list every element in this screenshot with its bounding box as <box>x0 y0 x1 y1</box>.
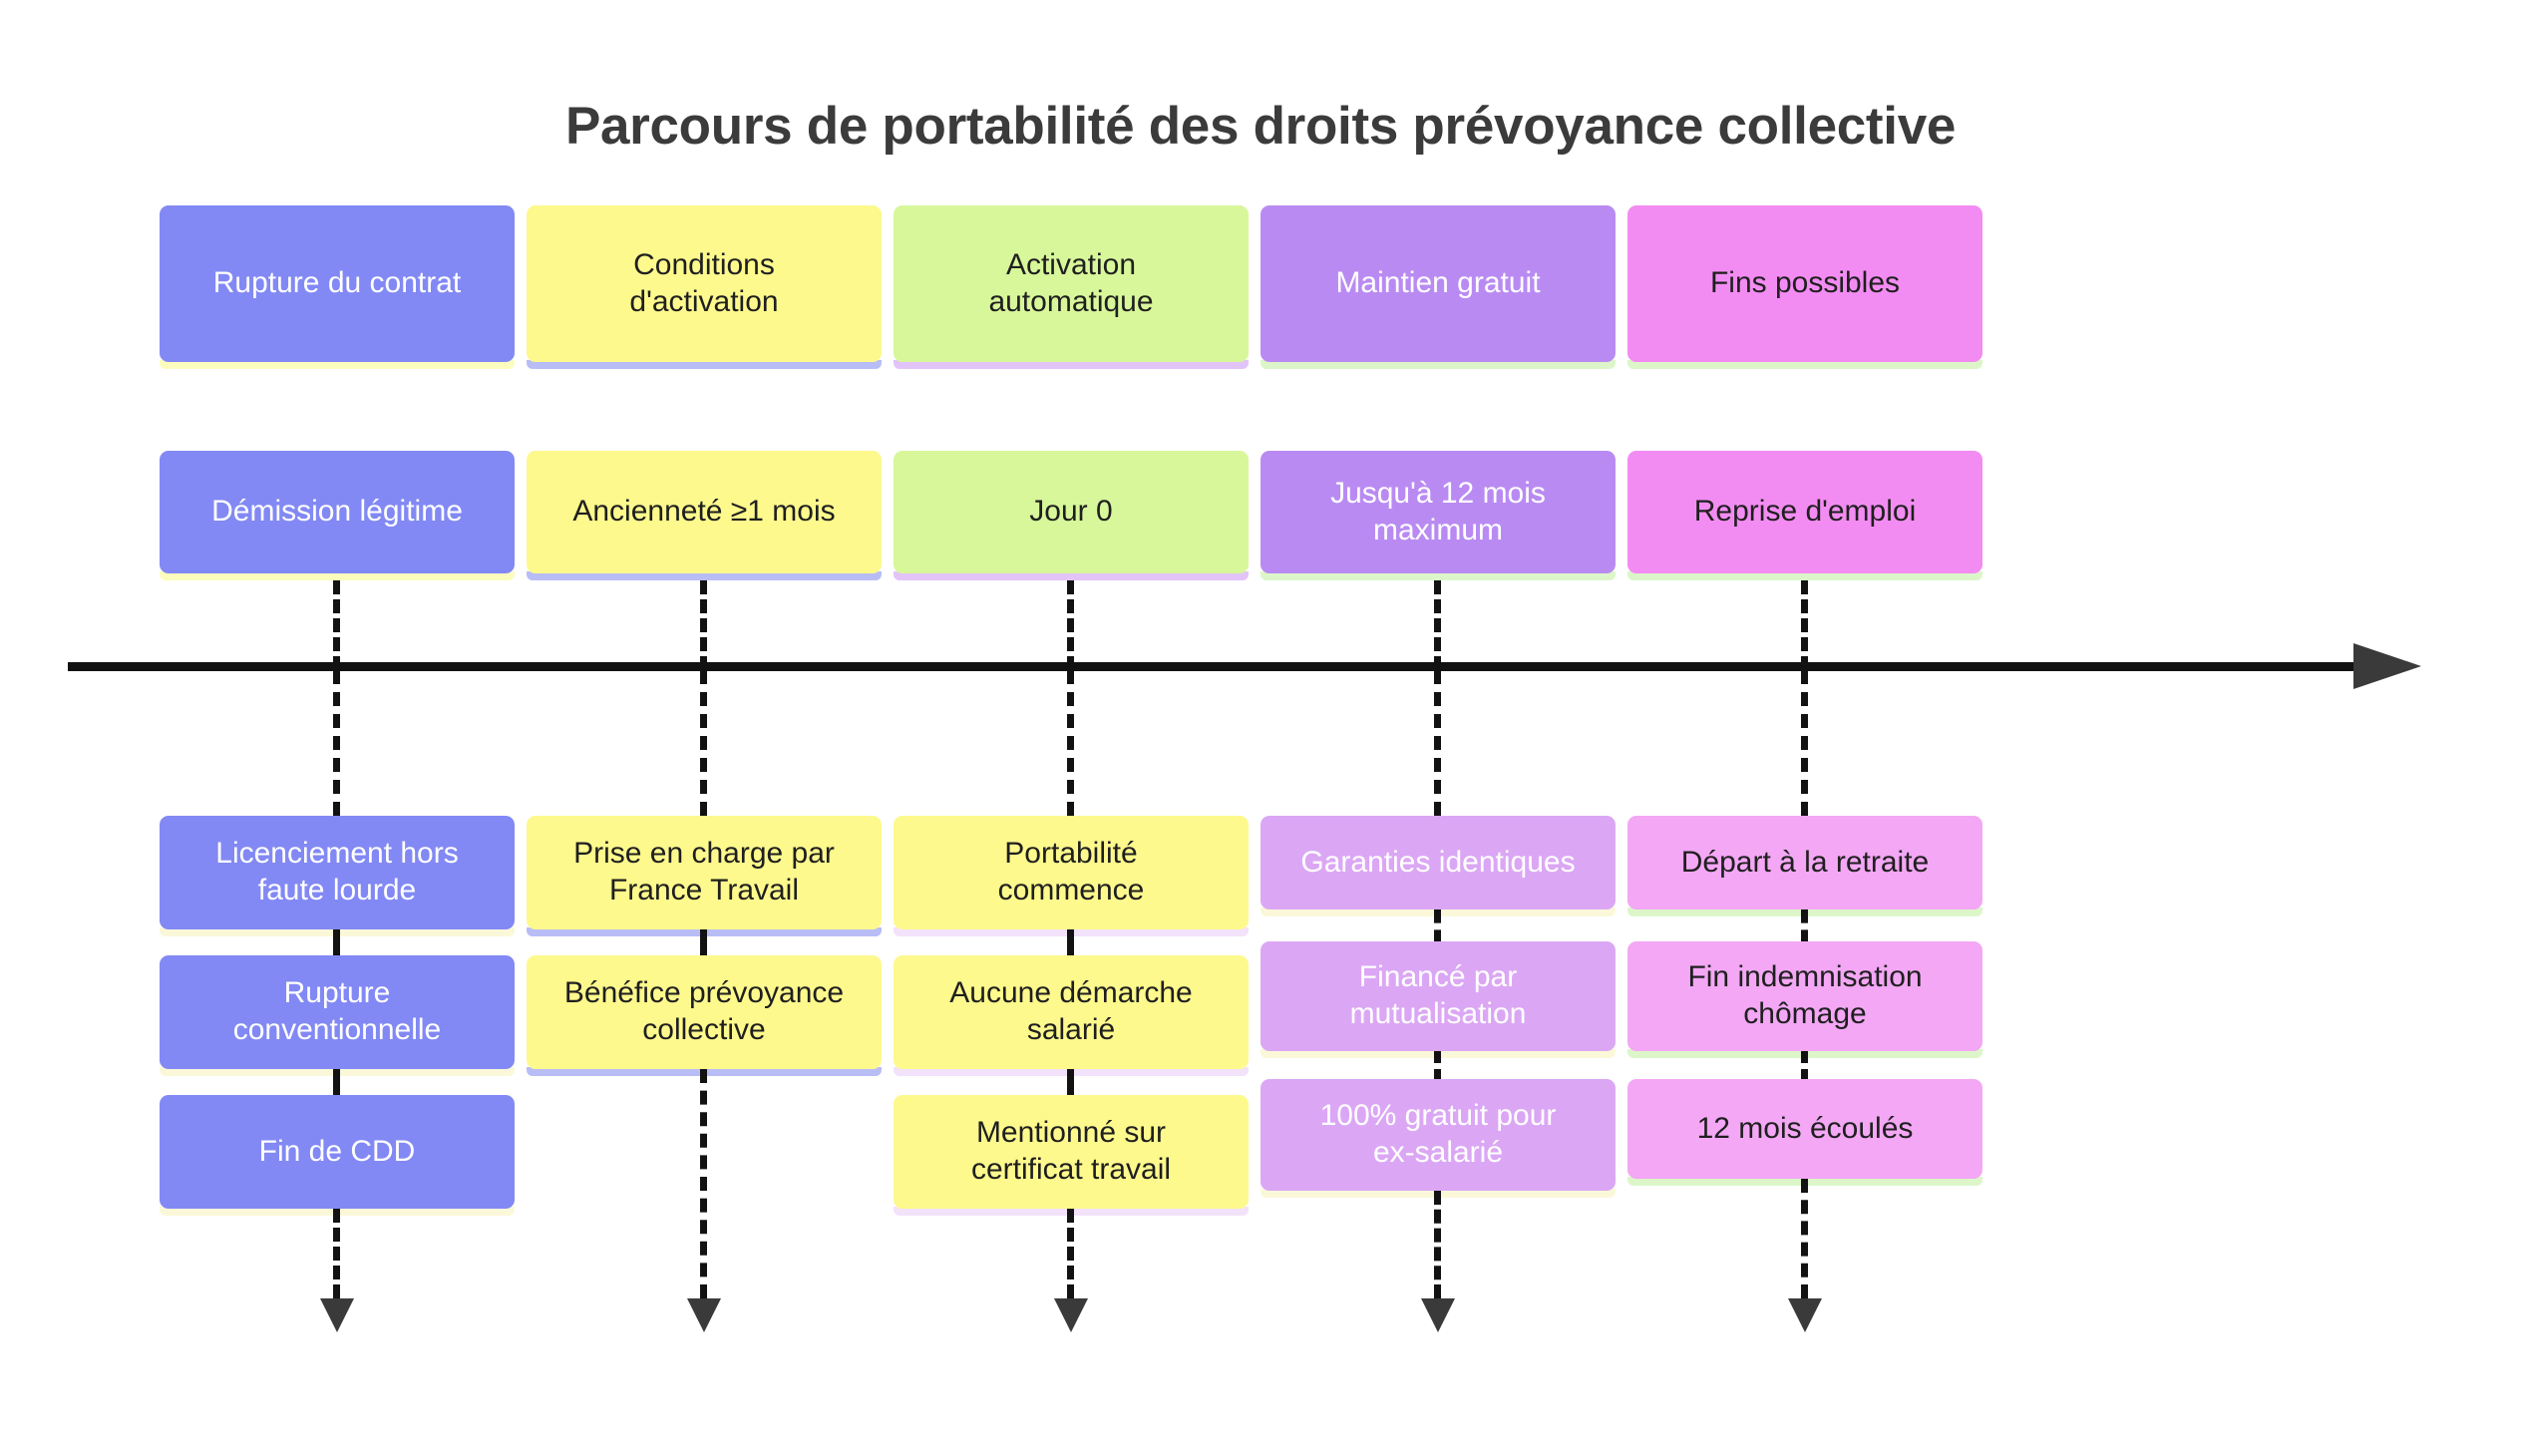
connector-detail-1-end <box>333 1209 340 1298</box>
detail-card-4-1-label: Garanties identiques <box>1300 845 1576 879</box>
connector-detail-1-1 <box>333 929 340 957</box>
connector-detail-4-1 <box>1434 910 1441 943</box>
detail-card-1-3-label: Fin de CDD <box>258 1134 416 1168</box>
detail-card-3-1[interactable]: Portabilité commence <box>894 816 1249 929</box>
timeline-arrow-icon <box>2353 643 2421 689</box>
milestone-4-label: Jusqu'à 12 mois maximum <box>1330 476 1546 546</box>
milestone-5[interactable]: Reprise d'emploi <box>1627 451 1982 573</box>
connector-detail-2-end <box>700 1069 707 1298</box>
connector-upper-4 <box>1434 580 1441 670</box>
detail-card-3-1-label: Portabilité commence <box>997 837 1145 907</box>
milestone-2-label: Ancienneté ≥1 mois <box>572 495 836 529</box>
connector-upper-1 <box>333 580 340 670</box>
detail-card-4-2[interactable]: Financé par mutualisation <box>1260 941 1616 1051</box>
detail-card-3-2-label: Aucune démarche salarié <box>949 976 1193 1046</box>
stage-header-1-label: Rupture du contrat <box>212 266 462 300</box>
detail-card-4-3[interactable]: 100% gratuit pour ex-salarié <box>1260 1079 1616 1191</box>
flow-arrow-icon-2 <box>687 1298 721 1332</box>
card-stripe-header-4 <box>1260 360 1616 369</box>
stage-header-5-label: Fins possibles <box>1709 266 1901 300</box>
stage-header-1[interactable]: Rupture du contrat <box>160 205 515 362</box>
connector-lower-1 <box>333 670 340 816</box>
detail-card-2-1-label: Prise en charge par France Travail <box>573 837 835 907</box>
detail-card-1-1-label: Licenciement hors faute lourde <box>215 837 459 907</box>
milestone-5-label: Reprise d'emploi <box>1693 495 1917 529</box>
milestone-2[interactable]: Ancienneté ≥1 mois <box>527 451 882 573</box>
stage-header-5[interactable]: Fins possibles <box>1627 205 1982 362</box>
connector-detail-5-1 <box>1801 910 1808 943</box>
connector-detail-3-1 <box>1067 929 1074 957</box>
connector-detail-3-2 <box>1067 1069 1074 1097</box>
detail-card-4-1[interactable]: Garanties identiques <box>1260 816 1616 910</box>
card-stripe-header-5 <box>1627 360 1982 369</box>
detail-card-5-3[interactable]: 12 mois écoulés <box>1627 1079 1982 1179</box>
detail-card-5-2[interactable]: Fin indemnisation chômage <box>1627 941 1982 1051</box>
detail-card-5-1-label: Départ à la retraite <box>1680 845 1930 879</box>
milestone-3-label: Jour 0 <box>1029 495 1113 529</box>
milestone-4[interactable]: Jusqu'à 12 mois maximum <box>1260 451 1616 573</box>
detail-card-1-3[interactable]: Fin de CDD <box>160 1095 515 1209</box>
flow-arrow-icon-3 <box>1054 1298 1088 1332</box>
stage-header-4[interactable]: Maintien gratuit <box>1260 205 1616 362</box>
detail-card-2-2[interactable]: Bénéfice prévoyance collective <box>527 955 882 1069</box>
timeline-axis <box>68 662 2361 671</box>
connector-detail-4-2 <box>1434 1051 1441 1081</box>
stage-header-3-label: Activation automatique <box>988 247 1154 318</box>
milestone-1-label: Démission légitime <box>211 495 463 529</box>
card-stripe-header-3 <box>894 360 1249 369</box>
connector-lower-5 <box>1801 670 1808 816</box>
card-stripe-milestone-2 <box>527 571 882 580</box>
stage-header-2-label: Conditions d'activation <box>629 247 779 318</box>
connector-lower-2 <box>700 670 707 816</box>
flow-arrow-icon-5 <box>1788 1298 1822 1332</box>
page-title: Parcours de portabilité des droits prévo… <box>564 97 1957 156</box>
connector-detail-2-1 <box>700 929 707 957</box>
detail-card-3-3[interactable]: Mentionné sur certificat travail <box>894 1095 1249 1209</box>
stage-header-3[interactable]: Activation automatique <box>894 205 1249 362</box>
detail-card-1-2[interactable]: Rupture conventionnelle <box>160 955 515 1069</box>
connector-detail-4-end <box>1434 1191 1441 1298</box>
card-stripe-header-2 <box>527 360 882 369</box>
connector-lower-3 <box>1067 670 1074 816</box>
card-stripe-milestone-3 <box>894 571 1249 580</box>
connector-detail-5-end <box>1801 1179 1808 1298</box>
connector-upper-3 <box>1067 580 1074 670</box>
stage-header-2[interactable]: Conditions d'activation <box>527 205 882 362</box>
detail-card-3-2[interactable]: Aucune démarche salarié <box>894 955 1249 1069</box>
milestone-3[interactable]: Jour 0 <box>894 451 1249 573</box>
detail-card-1-1[interactable]: Licenciement hors faute lourde <box>160 816 515 929</box>
connector-detail-1-2 <box>333 1069 340 1097</box>
stage-header-4-label: Maintien gratuit <box>1335 266 1541 300</box>
detail-card-2-2-label: Bénéfice prévoyance collective <box>563 976 845 1046</box>
connector-detail-3-end <box>1067 1209 1074 1298</box>
connector-detail-5-2 <box>1801 1051 1808 1081</box>
detail-card-3-3-label: Mentionné sur certificat travail <box>970 1116 1172 1186</box>
detail-card-2-1[interactable]: Prise en charge par France Travail <box>527 816 882 929</box>
milestone-1[interactable]: Démission légitime <box>160 451 515 573</box>
card-stripe-header-1 <box>160 360 515 369</box>
connector-lower-4 <box>1434 670 1441 816</box>
detail-card-5-1[interactable]: Départ à la retraite <box>1627 816 1982 910</box>
flow-arrow-icon-4 <box>1421 1298 1455 1332</box>
detail-card-4-3-label: 100% gratuit pour ex-salarié <box>1319 1099 1557 1169</box>
card-stripe-milestone-4 <box>1260 571 1616 580</box>
detail-card-1-2-label: Rupture conventionnelle <box>232 976 442 1046</box>
flow-arrow-icon-1 <box>320 1298 354 1332</box>
connector-upper-2 <box>700 580 707 670</box>
card-stripe-milestone-5 <box>1627 571 1982 580</box>
detail-card-4-2-label: Financé par mutualisation <box>1349 960 1527 1030</box>
connector-upper-5 <box>1801 580 1808 670</box>
detail-card-5-2-label: Fin indemnisation chômage <box>1687 960 1923 1030</box>
card-stripe-milestone-1 <box>160 571 515 580</box>
detail-card-5-3-label: 12 mois écoulés <box>1696 1111 1914 1145</box>
